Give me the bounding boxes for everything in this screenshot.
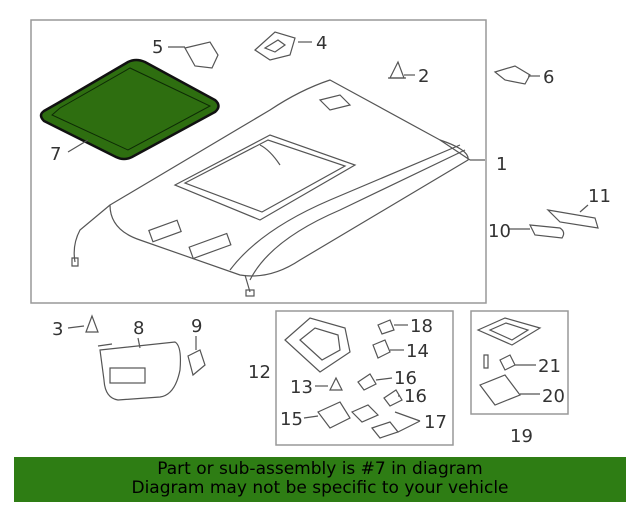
- callout-21: 21: [538, 356, 561, 377]
- callout-18: 18: [410, 316, 433, 337]
- callout-13: 13: [290, 377, 313, 398]
- callout-1: 1: [496, 154, 507, 175]
- callout-12: 12: [248, 362, 271, 383]
- callout-7: 7: [50, 144, 61, 165]
- part-4-bracket[interactable]: [254, 31, 296, 61]
- part-18-screw[interactable]: [377, 319, 395, 335]
- callout-2: 2: [418, 66, 429, 87]
- part-20-lens[interactable]: [479, 374, 521, 406]
- callout-4: 4: [316, 33, 327, 54]
- part-14-switch[interactable]: [372, 339, 391, 359]
- part-6-clip[interactable]: [493, 65, 531, 85]
- callout-9: 9: [191, 316, 202, 337]
- part-2-clip[interactable]: [388, 60, 406, 79]
- callout-15: 15: [280, 409, 303, 430]
- part-15-lamp[interactable]: [317, 401, 351, 429]
- part-13-clip[interactable]: [329, 376, 343, 391]
- callout-16-a: 16: [394, 368, 417, 389]
- callout-6: 6: [543, 67, 554, 88]
- part-3-clip[interactable]: [85, 314, 99, 333]
- callout-20: 20: [542, 386, 565, 407]
- callout-3: 3: [52, 319, 63, 340]
- part-11-grab-handle[interactable]: [546, 209, 599, 229]
- part-5-clip[interactable]: [184, 41, 219, 69]
- callout-8: 8: [133, 318, 144, 339]
- headliner-assembly-box: [30, 19, 487, 304]
- callout-11: 11: [588, 186, 611, 207]
- banner-line-1: Part or sub-assembly is #7 in diagram: [157, 459, 483, 479]
- part-10-grab-handle[interactable]: [528, 224, 565, 239]
- callout-10: 10: [488, 221, 511, 242]
- callout-5: 5: [152, 37, 163, 58]
- sub-assembly-12-box: [275, 310, 454, 446]
- callout-19: 19: [510, 426, 533, 447]
- part-12-console[interactable]: [284, 317, 351, 373]
- sub-assembly-19-box: [470, 310, 569, 415]
- part-17-lens[interactable]: [350, 404, 400, 439]
- part-21-bulb[interactable]: [483, 354, 516, 371]
- part-7-sunroof-seal[interactable]: [39, 58, 220, 161]
- part-16-bulb-b[interactable]: [383, 389, 403, 407]
- info-banner: Part or sub-assembly is #7 in diagram Di…: [14, 457, 626, 502]
- part-16-bulb-a[interactable]: [357, 373, 377, 391]
- part-9-clip[interactable]: [187, 349, 206, 377]
- part-19-map-lamp[interactable]: [476, 317, 542, 346]
- banner-line-2: Diagram may not be specific to your vehi…: [131, 478, 509, 498]
- callout-14: 14: [406, 341, 429, 362]
- part-8-sunvisor[interactable]: [97, 341, 182, 401]
- callout-17: 17: [424, 412, 447, 433]
- callout-16-b: 16: [404, 386, 427, 407]
- part-1-headliner[interactable]: [71, 79, 471, 297]
- leader-lines: [67, 41, 589, 433]
